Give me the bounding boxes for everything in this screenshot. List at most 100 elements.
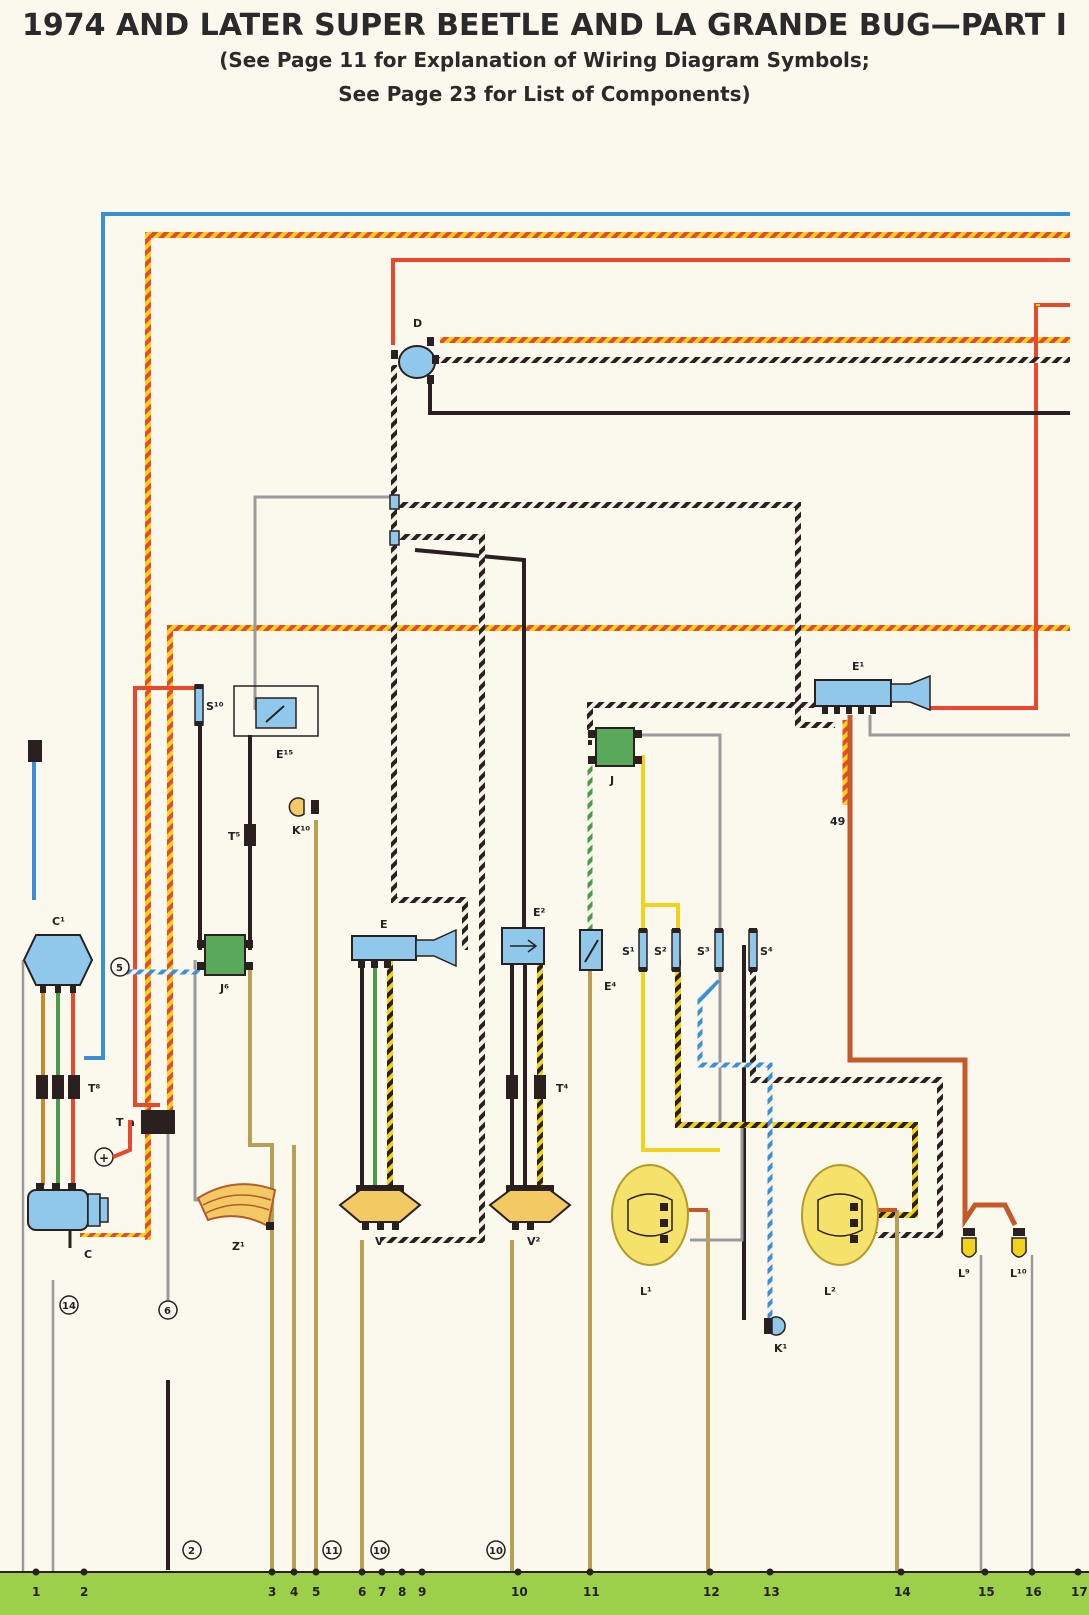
battery-plus-terminal: + [94,1120,132,1167]
ground-point-number: 17 [1071,1585,1088,1599]
label-D: D [413,317,422,330]
component-L9-parking-light-left: L⁹ [958,1228,977,1280]
ground-point-number: 16 [1025,1585,1042,1599]
component-L2-headlight-right: L² [801,1164,879,1298]
component-L1-headlight-left: L¹ [611,1164,689,1298]
label-S2: S² [654,945,667,958]
ground-point-dot [32,1568,40,1576]
connector-blue-terminal [28,740,42,762]
ground-point-number: 1 [32,1585,40,1599]
component-D-ignition-switch: D [391,317,439,384]
ground-point-number: 15 [978,1585,995,1599]
component-E15-switch: E¹⁵ [233,685,319,761]
ground-point-number: 4 [290,1585,298,1599]
label-K1: K¹ [774,1342,788,1355]
label-J6: J⁶ [219,982,229,995]
ground-point-dot [1028,1568,1036,1576]
wire-grey-ground-runs [21,960,1034,1572]
ground-point-number: 11 [583,1585,600,1599]
component-K10-lamp: K¹⁰ [288,797,319,837]
label-E15: E¹⁵ [276,748,293,761]
ground-point-number: 5 [312,1585,320,1599]
label-plus: + [99,1151,109,1165]
ground-point-number: 7 [378,1585,386,1599]
wire-white-grey [166,495,1070,1305]
component-V-wiper-motor: V [338,1185,422,1248]
wire-blue-white [120,969,773,1325]
diagram-subtitle-line-2: See Page 23 for List of Components) [338,82,751,106]
ground-point-number: 10 [511,1585,528,1599]
label-V: V [375,1235,384,1248]
wire-blue-main [32,212,1070,1060]
label-L1: L¹ [640,1285,652,1298]
component-C-generator: C [27,1183,109,1261]
ground-point-dot [1074,1568,1082,1576]
connector-T4: T⁴ [506,1075,569,1099]
label-Z1: Z¹ [232,1240,245,1253]
ground-point-number: 3 [268,1585,276,1599]
label-E: E [380,918,388,931]
diagram-title: 1974 AND LATER SUPER BEETLE AND LA GRAND… [22,8,1067,43]
connector-T5: T⁵ [228,824,256,846]
ground-point-dot [514,1568,522,1576]
ground-point-dot [706,1568,714,1576]
wire-yellow [641,755,720,1152]
label-S4: S⁴ [760,945,773,958]
label-E1: E¹ [852,660,865,673]
ground-point-dot [398,1568,406,1576]
label-T8: T⁸ [88,1082,101,1095]
svg-text:14: 14 [62,1301,76,1312]
svg-text:10: 10 [489,1546,503,1557]
ground-point-number: 2 [80,1585,88,1599]
circled-ref-11: 11 [322,1540,342,1560]
component-E1-light-switch: E¹ 49 [814,660,931,828]
svg-text:2: 2 [188,1546,195,1557]
connector-T8: T⁸ [36,1075,101,1099]
label-J: J [609,774,614,787]
ground-point-dot [418,1568,426,1576]
label-L9: L⁹ [958,1267,970,1280]
ground-point-number: 8 [398,1585,406,1599]
ground-strip [0,1571,1089,1615]
component-Z1-rear-window-defogger: Z¹ [196,1183,277,1253]
label-S1: S¹ [622,945,635,958]
ground-point-dot [290,1568,298,1576]
label-C1: C¹ [52,915,65,928]
fuse-S4: S⁴ [748,928,773,972]
component-E2-switch: E² [501,906,546,965]
ground-point-dot [268,1568,276,1576]
component-J-relay: J [588,727,642,787]
component-V2-fresh-air-fan: V² [488,1185,572,1248]
wire-brown-ground-runs [248,820,899,1572]
fuse-S3: S³ [697,928,724,972]
wire-black [166,377,1070,1570]
ground-point-number: 12 [703,1585,720,1599]
circled-ref-5: 5 [110,957,130,977]
circled-ref-6: 6 [158,1300,178,1320]
diagram-subtitle-line-1: (See Page 11 for Explanation of Wiring D… [219,48,870,72]
component-E-turn-signal-switch: E [351,918,457,968]
ground-point-dot [358,1568,366,1576]
circled-ref-10-b: 10 [486,1540,506,1560]
diagram-header: 1974 AND LATER SUPER BEETLE AND LA GRAND… [0,0,1089,111]
svg-text:11: 11 [325,1546,339,1557]
component-J6-relay: J⁶ [197,934,253,995]
wire-red-brown [842,715,1018,1229]
component-C1-regulator: C¹ [22,915,94,993]
connector-Ta: T a [116,1110,175,1134]
ground-point-dot [897,1568,905,1576]
svg-text:10: 10 [373,1546,387,1557]
label-C: C [84,1248,92,1261]
wire-red-yellow-harness [145,232,1070,1240]
ground-point-dot [378,1568,386,1576]
ground-point-number: 9 [418,1585,426,1599]
label-S10: S¹⁰ [206,700,224,713]
circled-ref-14: 14 [59,1295,79,1315]
ground-point-number: 6 [358,1585,366,1599]
component-L10-parking-light-right: L¹⁰ [1010,1228,1027,1280]
label-T4: T⁴ [556,1082,569,1095]
ground-point-dot [586,1568,594,1576]
connector-block-top [389,494,400,546]
